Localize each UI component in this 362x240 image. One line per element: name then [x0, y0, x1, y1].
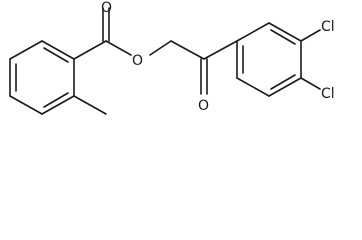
ester-carbonyl-oxygen-label: O — [101, 0, 112, 16]
aromatic-bond — [43, 47, 69, 63]
bond — [9, 95, 43, 115]
bond — [268, 22, 302, 42]
bond — [149, 40, 172, 56]
chlorine-para-label: Cl — [321, 19, 335, 35]
bond — [300, 29, 321, 42]
bond — [236, 77, 270, 97]
bond — [73, 40, 107, 60]
bond — [105, 40, 132, 56]
aromatic-bond — [270, 29, 296, 45]
ketone-oxygen-label: O — [198, 98, 209, 114]
ester-oxygen-label: O — [132, 53, 143, 69]
dichlorophenyl-ring — [236, 22, 302, 97]
aromatic-bond — [43, 92, 69, 108]
aromatic-bond — [270, 74, 296, 90]
chemical-structure: O O Cl Cl O — [9, 0, 335, 115]
chlorine-meta-label: Cl — [321, 86, 335, 102]
bond — [236, 22, 270, 42]
bond — [300, 77, 321, 90]
bond — [9, 40, 43, 60]
toluoyl-ring — [9, 40, 75, 115]
bond — [170, 40, 205, 60]
methyl-bond — [73, 95, 107, 115]
bond — [268, 77, 302, 97]
bond — [203, 40, 238, 60]
bond — [41, 95, 75, 115]
bond — [41, 40, 75, 60]
